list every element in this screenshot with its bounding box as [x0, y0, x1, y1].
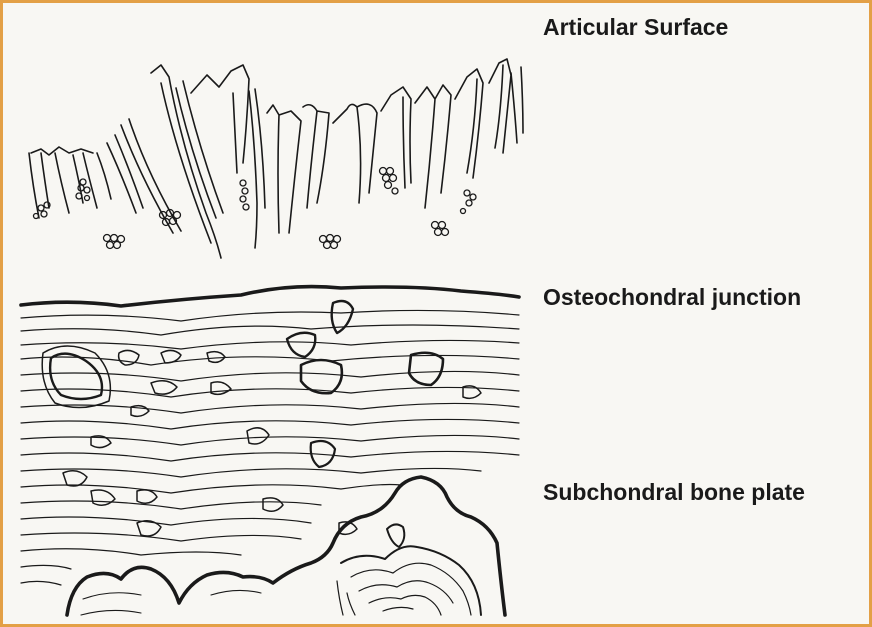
lower-lamellae [81, 590, 261, 615]
cartilage-fibrils [29, 59, 523, 258]
chondrocyte-clusters [34, 168, 477, 249]
label-osteochondral-junction: Osteochondral junction [543, 284, 801, 311]
marrow-boundary [67, 477, 505, 615]
histology-illustration [11, 3, 531, 623]
osteochondral-junction-line [21, 287, 519, 306]
label-articular-surface: Articular Surface [543, 14, 728, 41]
marrow-trabeculae [337, 524, 481, 615]
label-subchondral-bone-plate: Subchondral bone plate [543, 479, 805, 506]
bone-spaces [42, 301, 481, 536]
